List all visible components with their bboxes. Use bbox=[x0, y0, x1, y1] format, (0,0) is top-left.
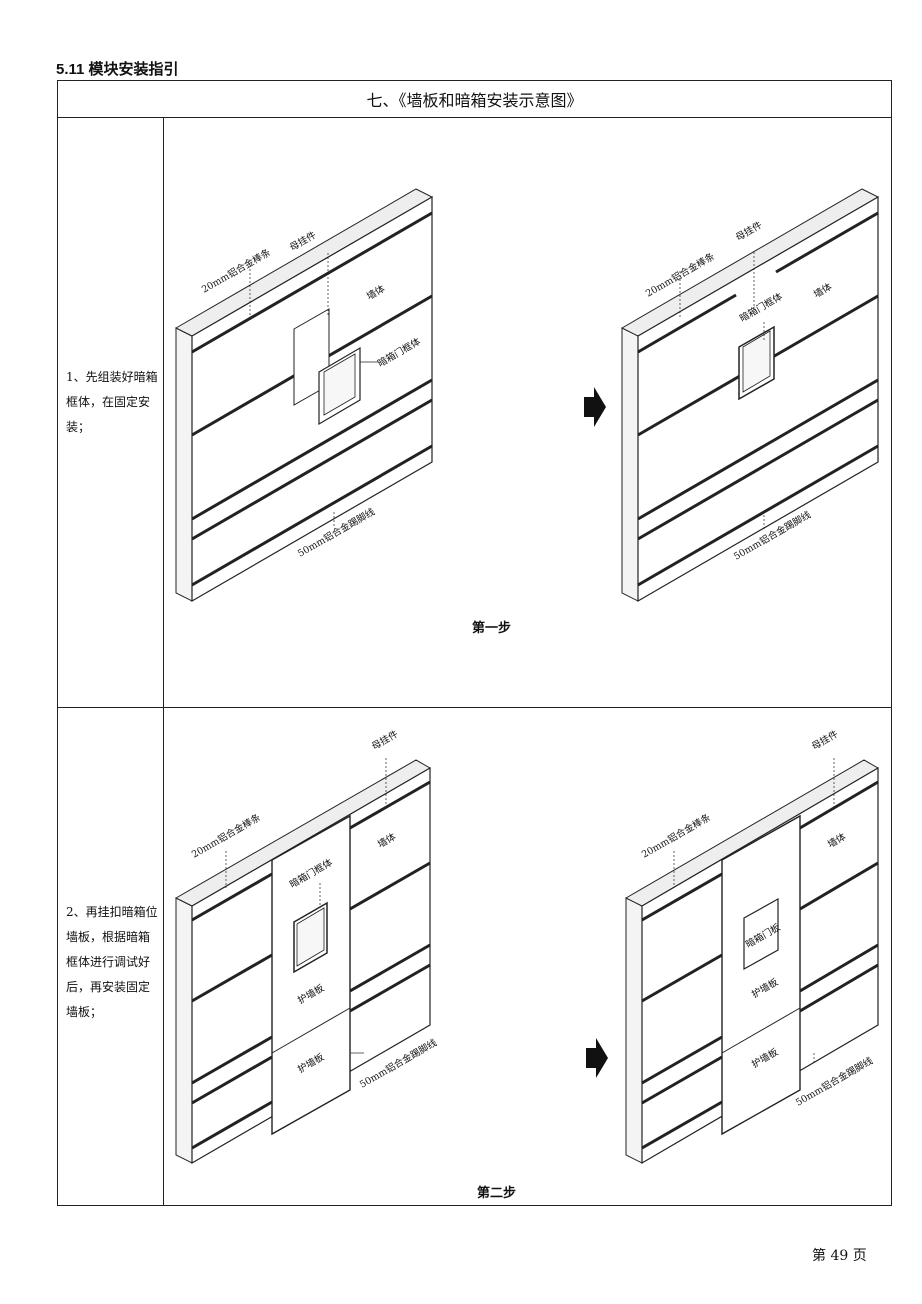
step-1-left-wall bbox=[174, 188, 434, 603]
step-1-right-wall bbox=[620, 188, 880, 603]
page-number: 第 49 页 bbox=[812, 1248, 867, 1264]
step-1-label: 第一步 bbox=[472, 621, 512, 636]
step-2-text-cell: 2、再挂扣暗箱位墙板，根据暗箱框体进行调试好后，再安装固定墙板； bbox=[58, 708, 164, 1205]
left2-strip-label: 20mm铝合金棒条 bbox=[190, 811, 264, 860]
step-row-1: 1、先组装好暗箱框体，在固定安装； bbox=[58, 117, 891, 708]
section-heading: 5.11 模块安装指引 bbox=[56, 61, 179, 78]
table-title: 七、《墙板和暗箱安装示意图》 bbox=[58, 81, 891, 118]
step-1-figure: 20mm铝合金棒条 母挂件 墙体 暗箱门框体 50mm铝合金踢脚线 bbox=[164, 117, 891, 708]
right1-hanger-label: 母挂件 bbox=[734, 219, 765, 244]
left2-hanger-label: 母挂件 bbox=[370, 728, 401, 753]
instruction-table: 七、《墙板和暗箱安装示意图》 1、先组装好暗箱框体，在固定安装； bbox=[57, 80, 892, 1206]
next-step-arrow-icon bbox=[586, 1038, 608, 1078]
step-2-figure: 20mm铝合金棒条 母挂件 墙体 暗箱门框体 护墙板 护墙板 50mm铝合金踢脚… bbox=[164, 708, 891, 1205]
next-step-arrow-icon bbox=[584, 387, 606, 427]
step-1-diagram: 20mm铝合金棒条 母挂件 墙体 暗箱门框体 50mm铝合金踢脚线 bbox=[174, 188, 880, 603]
step-2-left-wall bbox=[174, 758, 432, 1165]
step-row-2: 2、再挂扣暗箱位墙板，根据暗箱框体进行调试好后，再安装固定墙板； bbox=[58, 708, 891, 1205]
right2-strip-label: 20mm铝合金棒条 bbox=[640, 811, 714, 860]
step-2-label: 第二步 bbox=[477, 1186, 517, 1201]
step-1-text: 1、先组装好暗箱框体，在固定安装； bbox=[66, 370, 158, 434]
right2-hanger-label: 母挂件 bbox=[810, 728, 841, 753]
step-2-right-wall bbox=[624, 758, 879, 1165]
step-1-text-cell: 1、先组装好暗箱框体，在固定安装； bbox=[58, 117, 164, 707]
step-2-diagram: 20mm铝合金棒条 母挂件 墙体 暗箱门框体 护墙板 护墙板 50mm铝合金踢脚… bbox=[174, 728, 879, 1165]
step-2-text: 2、再挂扣暗箱位墙板，根据暗箱框体进行调试好后，再安装固定墙板； bbox=[66, 905, 158, 1019]
